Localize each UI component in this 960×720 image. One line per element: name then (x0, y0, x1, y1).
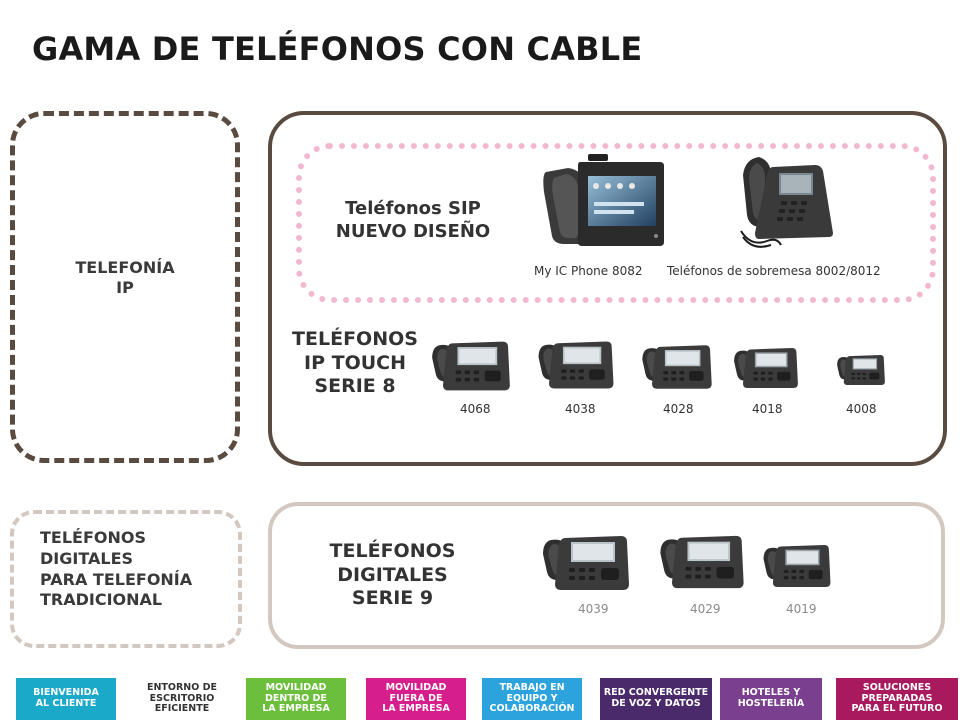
telefonia-ip-line1: TELEFONÍA (75, 258, 175, 277)
digital-telephony-line2: DIGITALES (40, 548, 134, 568)
nav-tab-label: LA EMPRESA (262, 703, 330, 715)
digital-phone-icon (540, 532, 632, 598)
digital-model-4019: 4019 (786, 602, 817, 616)
touchscreen-desk-phone-icon (538, 152, 668, 254)
nav-tab-label: ENTORNO DE (146, 681, 218, 693)
ip-touch-phone-icon (836, 350, 886, 394)
ip-touch-model-4018: 4018 (752, 402, 783, 416)
nav-tab-label: COLABORACIÓN (489, 703, 575, 715)
desk-phone-icon (737, 153, 837, 255)
digital-model-4029: 4029 (690, 602, 721, 616)
nav-tab-label: MOVILIDAD (385, 681, 447, 693)
digital-phone-icon (658, 532, 746, 596)
ip-touch-model-4008: 4008 (846, 402, 877, 416)
sip-phone-caption-8082: My IC Phone 8082 (534, 264, 643, 278)
nav-tab-label: DE VOZ Y DATOS (611, 698, 701, 709)
ip-phones-frame (268, 111, 947, 466)
nav-tab-label: FUERA DE (389, 692, 443, 704)
nav-tab-label: BIENVENIDA (33, 687, 99, 699)
nav-tab-label: RED CONVERGENTE (603, 687, 709, 699)
ip-touch-phone-icon (536, 338, 616, 396)
digital-phones-frame (268, 502, 945, 649)
nav-tab-label: TRABAJO EN (499, 681, 565, 693)
telefonia-ip-label: TELEFONÍA IP (40, 258, 210, 298)
ip-touch-line3: SERIE 8 (314, 375, 396, 398)
digital-series9-line2: DIGITALES (337, 563, 448, 586)
digital-series9-label: TELÉFONOS DIGITALES SERIE 9 (300, 540, 485, 611)
telefonia-ip-frame (10, 111, 240, 463)
nav-tab-label: EFICIENTE (154, 703, 210, 715)
ip-touch-line1: TELÉFONOS (292, 328, 418, 350)
nav-tab-label: ESCRITORIO (149, 692, 215, 704)
nav-tab-label: HOSTELERÍA (737, 698, 805, 709)
sip-phones-frame (296, 143, 936, 303)
nav-tab-label: HOTELES Y (741, 687, 801, 699)
digital-model-4039: 4039 (578, 602, 609, 616)
digital-telephony-line3: PARA TELEFONÍA (40, 569, 193, 589)
sip-label: Teléfonos SIP NUEVO DISEÑO (313, 198, 513, 243)
sip-phone-caption-8002-8012: Teléfonos de sobremesa 8002/8012 (667, 264, 881, 278)
ip-touch-label: TELÉFONOS IP TOUCH SERIE 8 (280, 328, 430, 399)
ip-touch-line2: IP TOUCH (304, 351, 406, 374)
nav-tab-label: PREPARADAS (861, 692, 933, 704)
nav-tab-label: LA EMPRESA (382, 703, 450, 715)
nav-tab-label: AL CLIENTE (35, 698, 97, 709)
digital-telephony-line4: TRADICIONAL (40, 590, 163, 610)
ip-touch-phone-icon (732, 345, 800, 395)
nav-tab-label: SOLUCIONES (862, 681, 932, 693)
ip-touch-phone-icon (428, 338, 514, 398)
ip-touch-model-4028: 4028 (663, 402, 694, 416)
ip-touch-model-4038: 4038 (565, 402, 596, 416)
digital-series9-line1: TELÉFONOS (329, 540, 456, 562)
digital-telephony-label: TELÉFONOS DIGITALES PARA TELEFONÍA TRADI… (40, 528, 230, 611)
page-title: GAMA DE TELÉFONOS CON CABLE (32, 30, 643, 68)
digital-phone-icon (762, 540, 832, 596)
nav-tab-label: PARA EL FUTURO (851, 703, 943, 715)
digital-telephony-line1: TELÉFONOS (40, 528, 147, 547)
ip-touch-phone-icon (640, 342, 714, 396)
digital-series9-line3: SERIE 9 (351, 587, 434, 610)
telefonia-ip-line2: IP (116, 278, 134, 297)
sip-label-line1: Teléfonos SIP (345, 198, 481, 219)
digital-telephony-frame (10, 510, 242, 648)
nav-tab-label: MOVILIDAD (265, 681, 327, 693)
nav-tab-label: EQUIPO Y (506, 692, 558, 704)
nav-tab-label: DENTRO DE (265, 692, 327, 704)
sip-label-line2: NUEVO DISEÑO (335, 220, 491, 242)
ip-touch-model-4068: 4068 (460, 402, 491, 416)
